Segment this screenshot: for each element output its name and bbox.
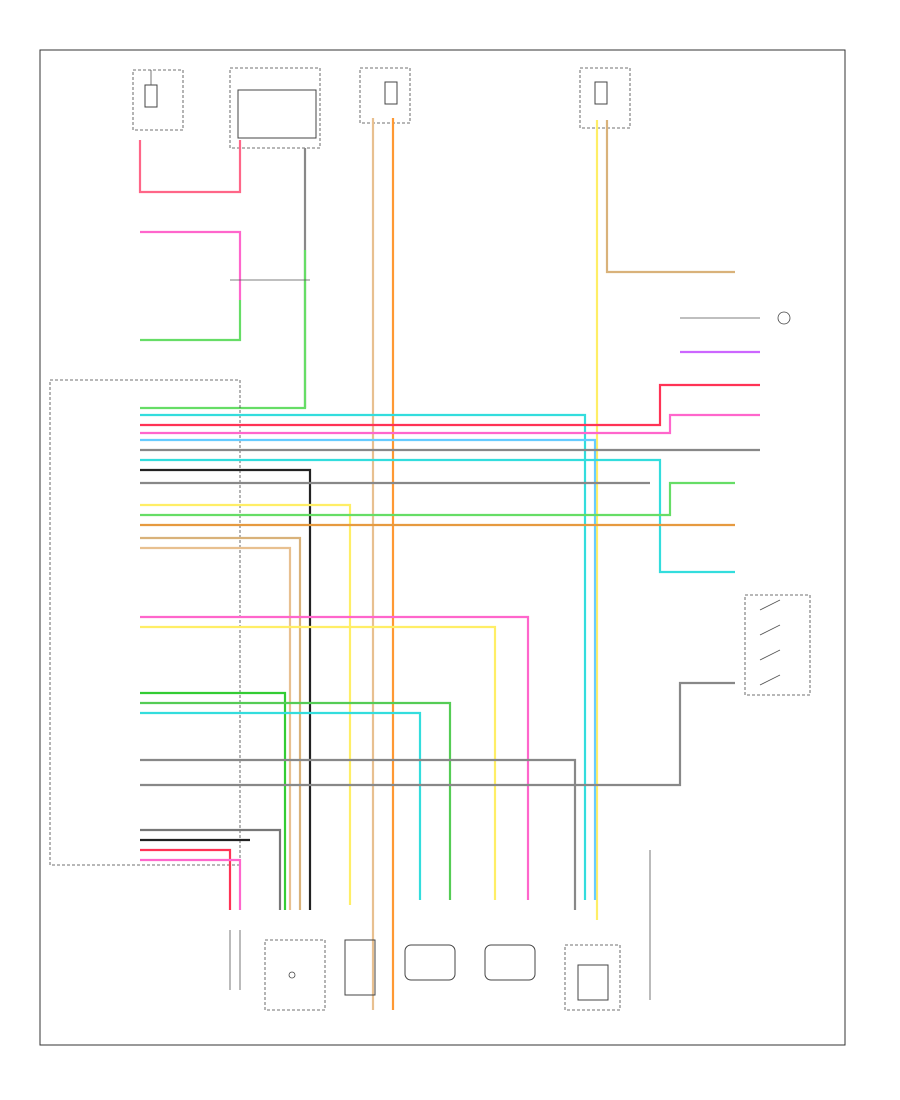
wire-pink-2 (140, 615, 530, 900)
fuse-block-right (579, 67, 631, 129)
wire-black-1 (140, 468, 312, 910)
wire-pink-top-left (138, 140, 242, 194)
wire-green-3 (140, 701, 452, 900)
wire-green-1 (140, 481, 735, 517)
wire-pink-3 (140, 858, 242, 910)
transfer-case-control-module (49, 379, 241, 866)
wire-tan-right (605, 120, 735, 274)
instrument-cluster (229, 67, 321, 149)
transfer-case-encoder-motor (264, 939, 326, 1011)
wire-red-2 (140, 848, 232, 910)
transfer-case-shift-control-switch (744, 594, 811, 696)
fuse-block-left (132, 69, 184, 131)
wire-light-blue-1 (140, 438, 597, 900)
speed-sensor-rear (484, 944, 536, 981)
front-axle-actuator (564, 944, 621, 1011)
wire-green-cluster (140, 250, 307, 410)
wire-yellow-1 (140, 503, 352, 905)
wire-cyan-1 (140, 413, 587, 900)
wire-pink-data (140, 230, 242, 300)
wire-yellow-2 (140, 625, 497, 900)
wire-red-1 (140, 383, 760, 427)
fuse-block-center (359, 67, 411, 124)
motor-relay (344, 939, 376, 996)
lamp-circuit (680, 311, 791, 354)
shift-switch (229, 930, 241, 990)
wire-pink-1 (140, 413, 760, 435)
wire-gray-5 (140, 828, 282, 910)
wire-green-2 (140, 691, 287, 910)
wire-tan-2 (140, 546, 292, 910)
diagram-frame (39, 49, 846, 1046)
wire-gray-3 (140, 758, 577, 910)
wire-cyan-3 (140, 711, 422, 900)
speed-sensor-front (404, 944, 456, 981)
wire-green-left (140, 300, 242, 342)
wire-tan-1 (140, 536, 302, 910)
wire-gray-4 (140, 681, 735, 787)
